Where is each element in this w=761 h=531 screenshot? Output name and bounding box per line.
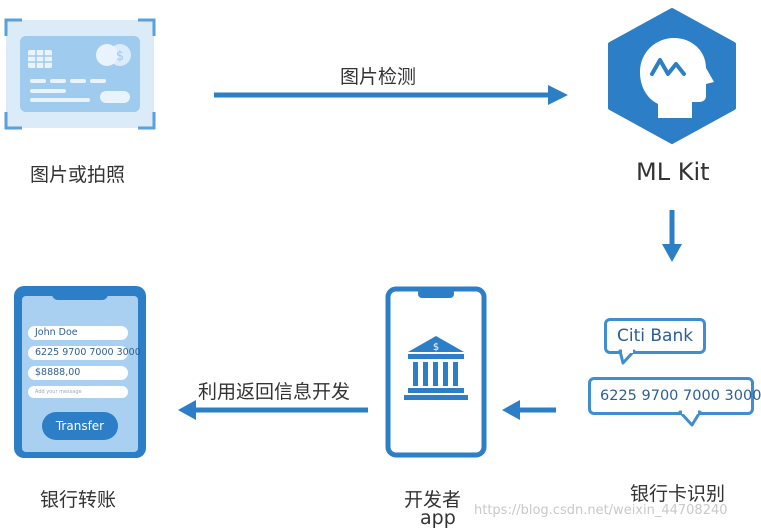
- svg-text:$: $: [116, 49, 124, 64]
- mlkit-label: ML Kit: [636, 158, 710, 186]
- credit-card-scan-illustration: $: [4, 18, 156, 130]
- arrow-down: [662, 210, 682, 262]
- transfer-button: Transfer: [42, 412, 118, 440]
- developer-app-label-line2: app: [420, 507, 456, 529]
- developer-app-label-line1: 开发者: [404, 489, 462, 511]
- payee-name-field: John Doe: [28, 326, 128, 340]
- developer-app-phone: $: [385, 286, 487, 458]
- arrow-left-short: [502, 400, 556, 420]
- arrow-left-return: [178, 400, 368, 420]
- message-field: Add your message: [28, 386, 128, 398]
- card-number-bubble: 6225 9700 7000 3000: [588, 377, 761, 415]
- return-info-edge-label: 利用返回信息开发: [198, 381, 351, 403]
- bubble-tail-bottom: [678, 410, 702, 427]
- card-recognition-label: 银行卡识别: [630, 483, 726, 505]
- bank-name-bubble: Citi Bank: [604, 318, 706, 354]
- arrow-right-detect: [214, 85, 568, 105]
- watermark: https://blog.csdn.net/weixin_44708240: [474, 503, 728, 518]
- bank-name-text: Citi Bank: [617, 326, 694, 346]
- card-number-text: 6225 9700 7000 3000: [600, 388, 761, 404]
- bank-building-icon: $: [404, 336, 468, 400]
- photo-label: 图片或拍照: [30, 164, 126, 186]
- mlkit-head-icon: [608, 8, 736, 144]
- bubble-tail-top: [618, 349, 636, 365]
- bank-transfer-label: 银行转账: [40, 489, 117, 511]
- amount-field: $8888,00: [28, 366, 128, 380]
- detect-edge-label: 图片检测: [340, 66, 417, 88]
- card-number-field: 6225 9700 7000 3000: [28, 346, 141, 360]
- svg-text:$: $: [433, 342, 439, 353]
- bank-transfer-phone: John Doe 6225 9700 7000 3000 $8888,00 Ad…: [0, 284, 150, 460]
